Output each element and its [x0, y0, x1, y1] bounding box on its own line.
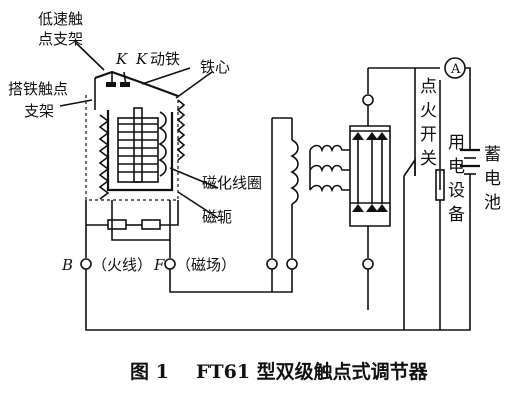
- caption-figure-number: 图 1: [130, 361, 169, 383]
- label-field-wire: （磁场）: [176, 256, 236, 274]
- label-ignition-switch-4: 关: [420, 149, 437, 169]
- label-ground-contact-bracket-1: 搭铁触点: [8, 80, 68, 98]
- label-electrical-equipment-3: 设: [448, 181, 465, 201]
- circuit-wiring: [80, 57, 480, 331]
- label-yoke: 磁轭: [202, 208, 232, 226]
- label-terminal-f: F: [153, 256, 165, 274]
- label-battery-1: 蓄: [484, 145, 501, 165]
- label-electrical-equipment-1: 用: [448, 133, 465, 153]
- label-magnetizing-coil: 磁化线圈: [202, 174, 262, 192]
- label-ignition-switch-1: 点: [420, 77, 437, 97]
- label-battery-3: 池: [484, 193, 501, 213]
- figure-caption: 图 1 FT61 型双级触点式调节器: [130, 360, 429, 383]
- label-k2: K: [135, 50, 148, 68]
- ammeter-symbol: A: [450, 62, 461, 77]
- caption-title: FT61 型双级触点式调节器: [196, 360, 429, 383]
- component-labels: 低速触 点支架 K K 动铁 铁心 搭铁触点 支架 磁化线圈 磁轭 B （火线）…: [8, 10, 501, 274]
- label-ignition-switch-3: 开: [420, 125, 437, 145]
- label-armature: 动铁: [150, 50, 180, 68]
- regulator-assembly: [59, 41, 219, 219]
- label-k1: K: [115, 50, 128, 68]
- label-ignition-switch-2: 火: [420, 101, 437, 121]
- label-terminal-b: B: [61, 256, 73, 274]
- label-low-speed-contact-bracket-1: 低速触: [38, 10, 83, 28]
- label-ground-contact-bracket-2: 支架: [24, 102, 54, 120]
- label-live-wire: （火线）: [92, 256, 152, 274]
- label-iron-core: 铁心: [200, 58, 230, 76]
- label-electrical-equipment-2: 电: [448, 157, 465, 177]
- label-electrical-equipment-4: 备: [448, 205, 465, 225]
- label-battery-2: 电: [484, 169, 501, 189]
- label-low-speed-contact-bracket-2: 点支架: [38, 30, 83, 48]
